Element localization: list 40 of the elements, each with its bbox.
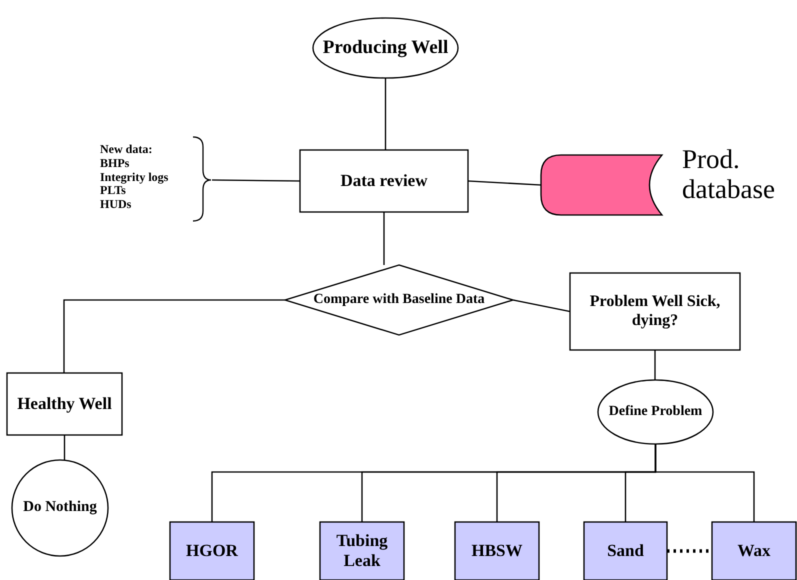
connector-line xyxy=(212,179,300,182)
connector-line xyxy=(512,299,570,312)
problem-box xyxy=(170,522,254,580)
node-label: Producing Well xyxy=(322,37,448,59)
node-label: HGOR xyxy=(186,541,238,561)
problem-box xyxy=(455,522,539,580)
connector-line xyxy=(64,435,66,460)
node-label: Compare with Baseline Data xyxy=(312,292,486,308)
node-label: Sand xyxy=(607,541,644,561)
process-box xyxy=(300,150,468,212)
node-label: Tubing Leak xyxy=(335,531,389,571)
process-box xyxy=(570,273,740,350)
node-label: Data review xyxy=(340,171,428,191)
node-label: Wax xyxy=(737,541,771,561)
note-line: HUDs xyxy=(100,198,132,212)
decision-diamond xyxy=(285,265,513,335)
connector-line xyxy=(654,444,755,522)
node-label: HBSW xyxy=(471,541,523,561)
problem-box xyxy=(320,522,404,580)
process-box xyxy=(7,373,122,435)
node-label: Do Nothing xyxy=(23,499,97,517)
connector-line xyxy=(383,212,385,265)
database-cylinder xyxy=(541,155,662,215)
problem-box xyxy=(584,522,667,580)
ellipse-node xyxy=(598,380,713,444)
note-line: Integrity logs xyxy=(100,170,168,184)
note-line: PLTs xyxy=(100,184,126,198)
note-line: New data: xyxy=(100,143,152,157)
node-label: Problem Well Sick, dying? xyxy=(588,293,722,330)
problem-box xyxy=(712,522,796,580)
node-label: Healthy Well xyxy=(17,394,112,414)
connector-line xyxy=(63,299,285,373)
node-label: Define Problem xyxy=(608,404,702,420)
ellipse-node xyxy=(313,18,458,78)
connector-line xyxy=(384,78,386,150)
note-line: BHPs xyxy=(100,156,130,171)
ellipse-node xyxy=(12,460,108,556)
connector-line xyxy=(468,180,542,186)
connector-line xyxy=(654,350,656,380)
node-caption: Prod. database xyxy=(682,145,776,204)
